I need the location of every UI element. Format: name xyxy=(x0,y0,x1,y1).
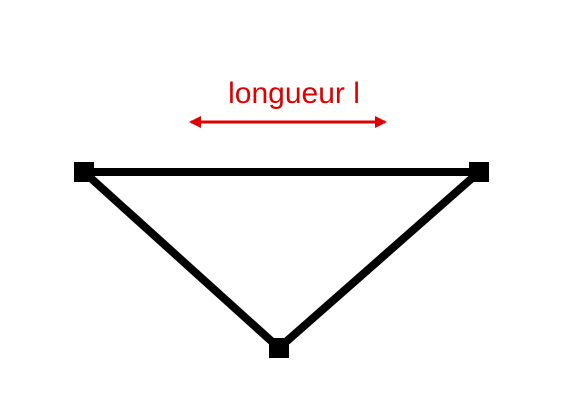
left-strut xyxy=(78,166,285,354)
right-node xyxy=(469,162,489,182)
left-node xyxy=(74,162,94,182)
right-strut xyxy=(273,166,485,354)
bottom-node xyxy=(269,338,289,358)
length-label: longueur l xyxy=(228,77,360,110)
